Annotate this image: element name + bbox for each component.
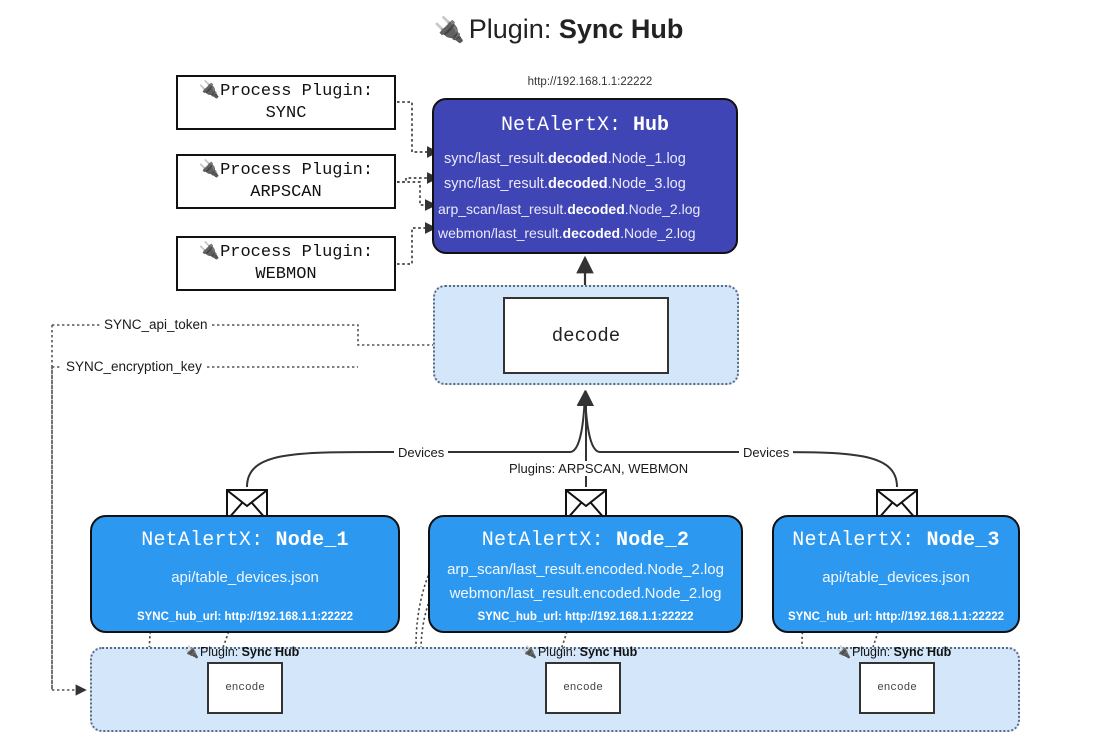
edge-label-devices-right: Devices — [739, 445, 794, 460]
plug-icon: 🔌 — [184, 645, 199, 659]
hub-title: NetAlertX: Hub — [434, 114, 736, 137]
hub-log-line: webmon/last_result.decoded.Node_2.log — [438, 224, 696, 241]
title-prefix: Plugin: — [468, 14, 559, 44]
node-hub-url: SYNC_hub_url: http://192.168.1.1:22222 — [477, 611, 694, 623]
process-plugin-line2: SYNC — [265, 103, 307, 123]
node-lines: api/table_devices.json — [774, 566, 1018, 590]
edge-label-devices-left: Devices — [394, 445, 449, 460]
node-line: api/table_devices.json — [171, 569, 319, 586]
plug-icon: 🔌 — [198, 243, 221, 263]
decode-box[interactable]: decode — [503, 297, 669, 374]
node-line: webmon/last_result.encoded.Node_2.log — [449, 585, 722, 603]
sync-api-token-label: SYNC_api_token — [100, 317, 212, 332]
encode-box-node-1[interactable]: encode — [207, 662, 283, 714]
plug-icon: 🔌 — [836, 645, 851, 659]
title-name: Sync Hub — [558, 14, 684, 44]
process-plugin-box-webmon[interactable]: 🔌Process Plugin: WEBMON — [176, 236, 396, 291]
encoder-caption: 🔌Plugin: Sync Hub — [184, 645, 300, 659]
process-plugin-line2: WEBMON — [255, 264, 317, 284]
plug-icon: 🔌 — [433, 16, 465, 44]
node-box-node-3[interactable]: NetAlertX: Node_3 api/table_devices.json… — [772, 515, 1020, 633]
sync-encryption-key-label: SYNC_encryption_key — [62, 359, 206, 374]
encoder-caption: 🔌Plugin: Sync Hub — [522, 645, 638, 659]
node-title: NetAlertX: Node_3 — [792, 529, 1000, 552]
hub-url-label: http://192.168.1.1:22222 — [527, 76, 653, 88]
encoder-caption: 🔌Plugin: Sync Hub — [836, 645, 952, 659]
node-line: arp_scan/last_result.encoded.Node_2.log — [447, 561, 724, 578]
node-lines: arp_scan/last_result.encoded.Node_2.log … — [430, 558, 741, 607]
hub-log-line: sync/last_result.decoded.Node_3.log — [444, 175, 686, 192]
node-title: NetAlertX: Node_2 — [481, 529, 690, 552]
process-plugin-box-arpscan[interactable]: 🔌Process Plugin: ARPSCAN — [176, 154, 396, 209]
page-title: 🔌Plugin: Sync Hub — [0, 14, 1117, 45]
node-hub-url: SYNC_hub_url: http://192.168.1.1:22222 — [136, 611, 354, 623]
hub-title-name: Hub — [633, 114, 670, 137]
process-plugin-line1: Process Plugin: — [220, 243, 374, 263]
encode-box-node-3[interactable]: encode — [859, 662, 935, 714]
plug-icon: 🔌 — [522, 645, 537, 659]
process-plugin-line1: Process Plugin: — [220, 82, 374, 102]
node-lines: api/table_devices.json — [92, 566, 398, 590]
node-title: NetAlertX: Node_1 — [141, 529, 349, 552]
process-plugin-box-sync[interactable]: 🔌Process Plugin: SYNC — [176, 75, 396, 130]
encode-box-node-2[interactable]: encode — [545, 662, 621, 714]
hub-log-list: sync/last_result.decoded.Node_1.log sync… — [434, 147, 736, 245]
hub-log-line: arp_scan/last_result.decoded.Node_2.log — [438, 200, 701, 217]
node-box-node-1[interactable]: NetAlertX: Node_1 api/table_devices.json… — [90, 515, 400, 633]
node-box-node-2[interactable]: NetAlertX: Node_2 arp_scan/last_result.e… — [428, 515, 743, 633]
node-hub-url: SYNC_hub_url: http://192.168.1.1:22222 — [787, 611, 1005, 623]
edge-label-plugins: Plugins: ARPSCAN, WEBMON — [505, 461, 693, 476]
plug-icon: 🔌 — [198, 161, 221, 181]
node-line: api/table_devices.json — [822, 569, 970, 586]
hub-box[interactable]: NetAlertX: Hub sync/last_result.decoded.… — [432, 98, 738, 254]
plug-icon: 🔌 — [198, 82, 221, 102]
process-plugin-line1: Process Plugin: — [220, 161, 374, 181]
hub-log-line: sync/last_result.decoded.Node_1.log — [444, 151, 686, 167]
hub-title-prefix: NetAlertX: — [500, 114, 633, 137]
process-plugin-line2: ARPSCAN — [250, 182, 322, 202]
